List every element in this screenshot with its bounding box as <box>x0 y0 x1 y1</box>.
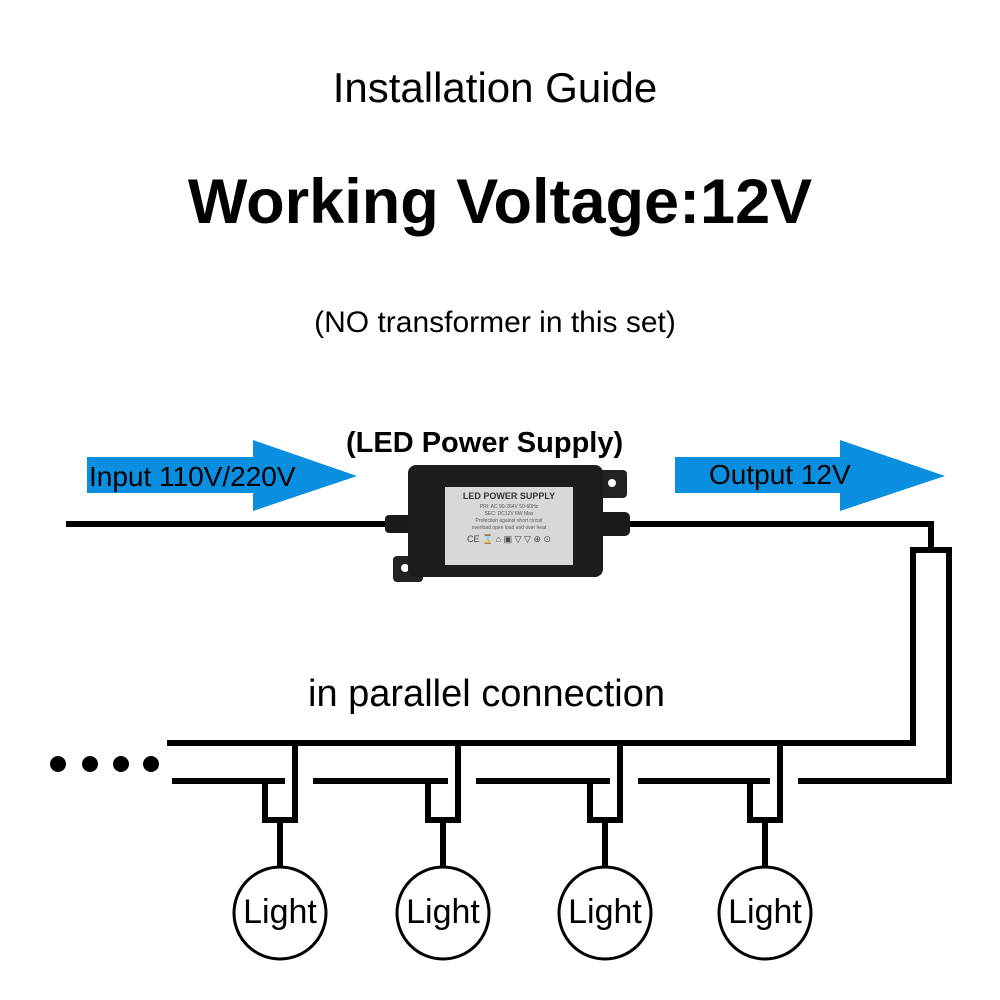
light-fixture <box>232 743 328 961</box>
input-arrow <box>87 440 357 511</box>
label-line: SEC: DC12V 6W Max <box>484 511 534 517</box>
lights-group <box>232 743 813 961</box>
light-circle <box>232 865 328 961</box>
parallel-caption: in parallel connection <box>308 673 666 715</box>
light-label: Light <box>243 893 317 931</box>
output-arrow <box>675 440 945 511</box>
transformer-note: (NO transformer in this set) <box>314 306 676 339</box>
bus-wires <box>167 740 952 784</box>
label-line: overload open load and over heat <box>471 525 547 531</box>
light-fixture <box>717 743 813 961</box>
power-supply-label: LED POWER SUPPLY PRI: AC 90-264V 50-60Hz… <box>445 487 573 565</box>
light-fixture <box>395 743 491 961</box>
headline: Working Voltage:12V <box>187 167 813 237</box>
light-label: Light <box>568 893 642 931</box>
light-circle <box>557 865 653 961</box>
light-label: Light <box>728 893 802 931</box>
light-label: Light <box>406 893 480 931</box>
power-supply-caption: (LED Power Supply) <box>346 427 624 459</box>
light-fixture <box>557 743 653 961</box>
label-title: LED POWER SUPPLY <box>462 491 556 501</box>
label-line: Protection against short circuit <box>475 518 543 524</box>
certification-marks: CE ⌛ ⌂ ▣ ▽ ▽ ⊕ ⊙ <box>466 534 552 544</box>
light-circle <box>395 865 491 961</box>
title: Installation Guide <box>332 64 658 111</box>
input-label: Input 110V/220V <box>89 461 296 492</box>
power-supply-unit <box>385 465 630 582</box>
label-line: PRI: AC 90-264V 50-60Hz <box>479 504 539 510</box>
continuation-dots <box>50 756 159 772</box>
light-circle <box>717 865 813 961</box>
supply-wire <box>66 521 952 781</box>
output-label: Output 12V <box>709 459 851 490</box>
